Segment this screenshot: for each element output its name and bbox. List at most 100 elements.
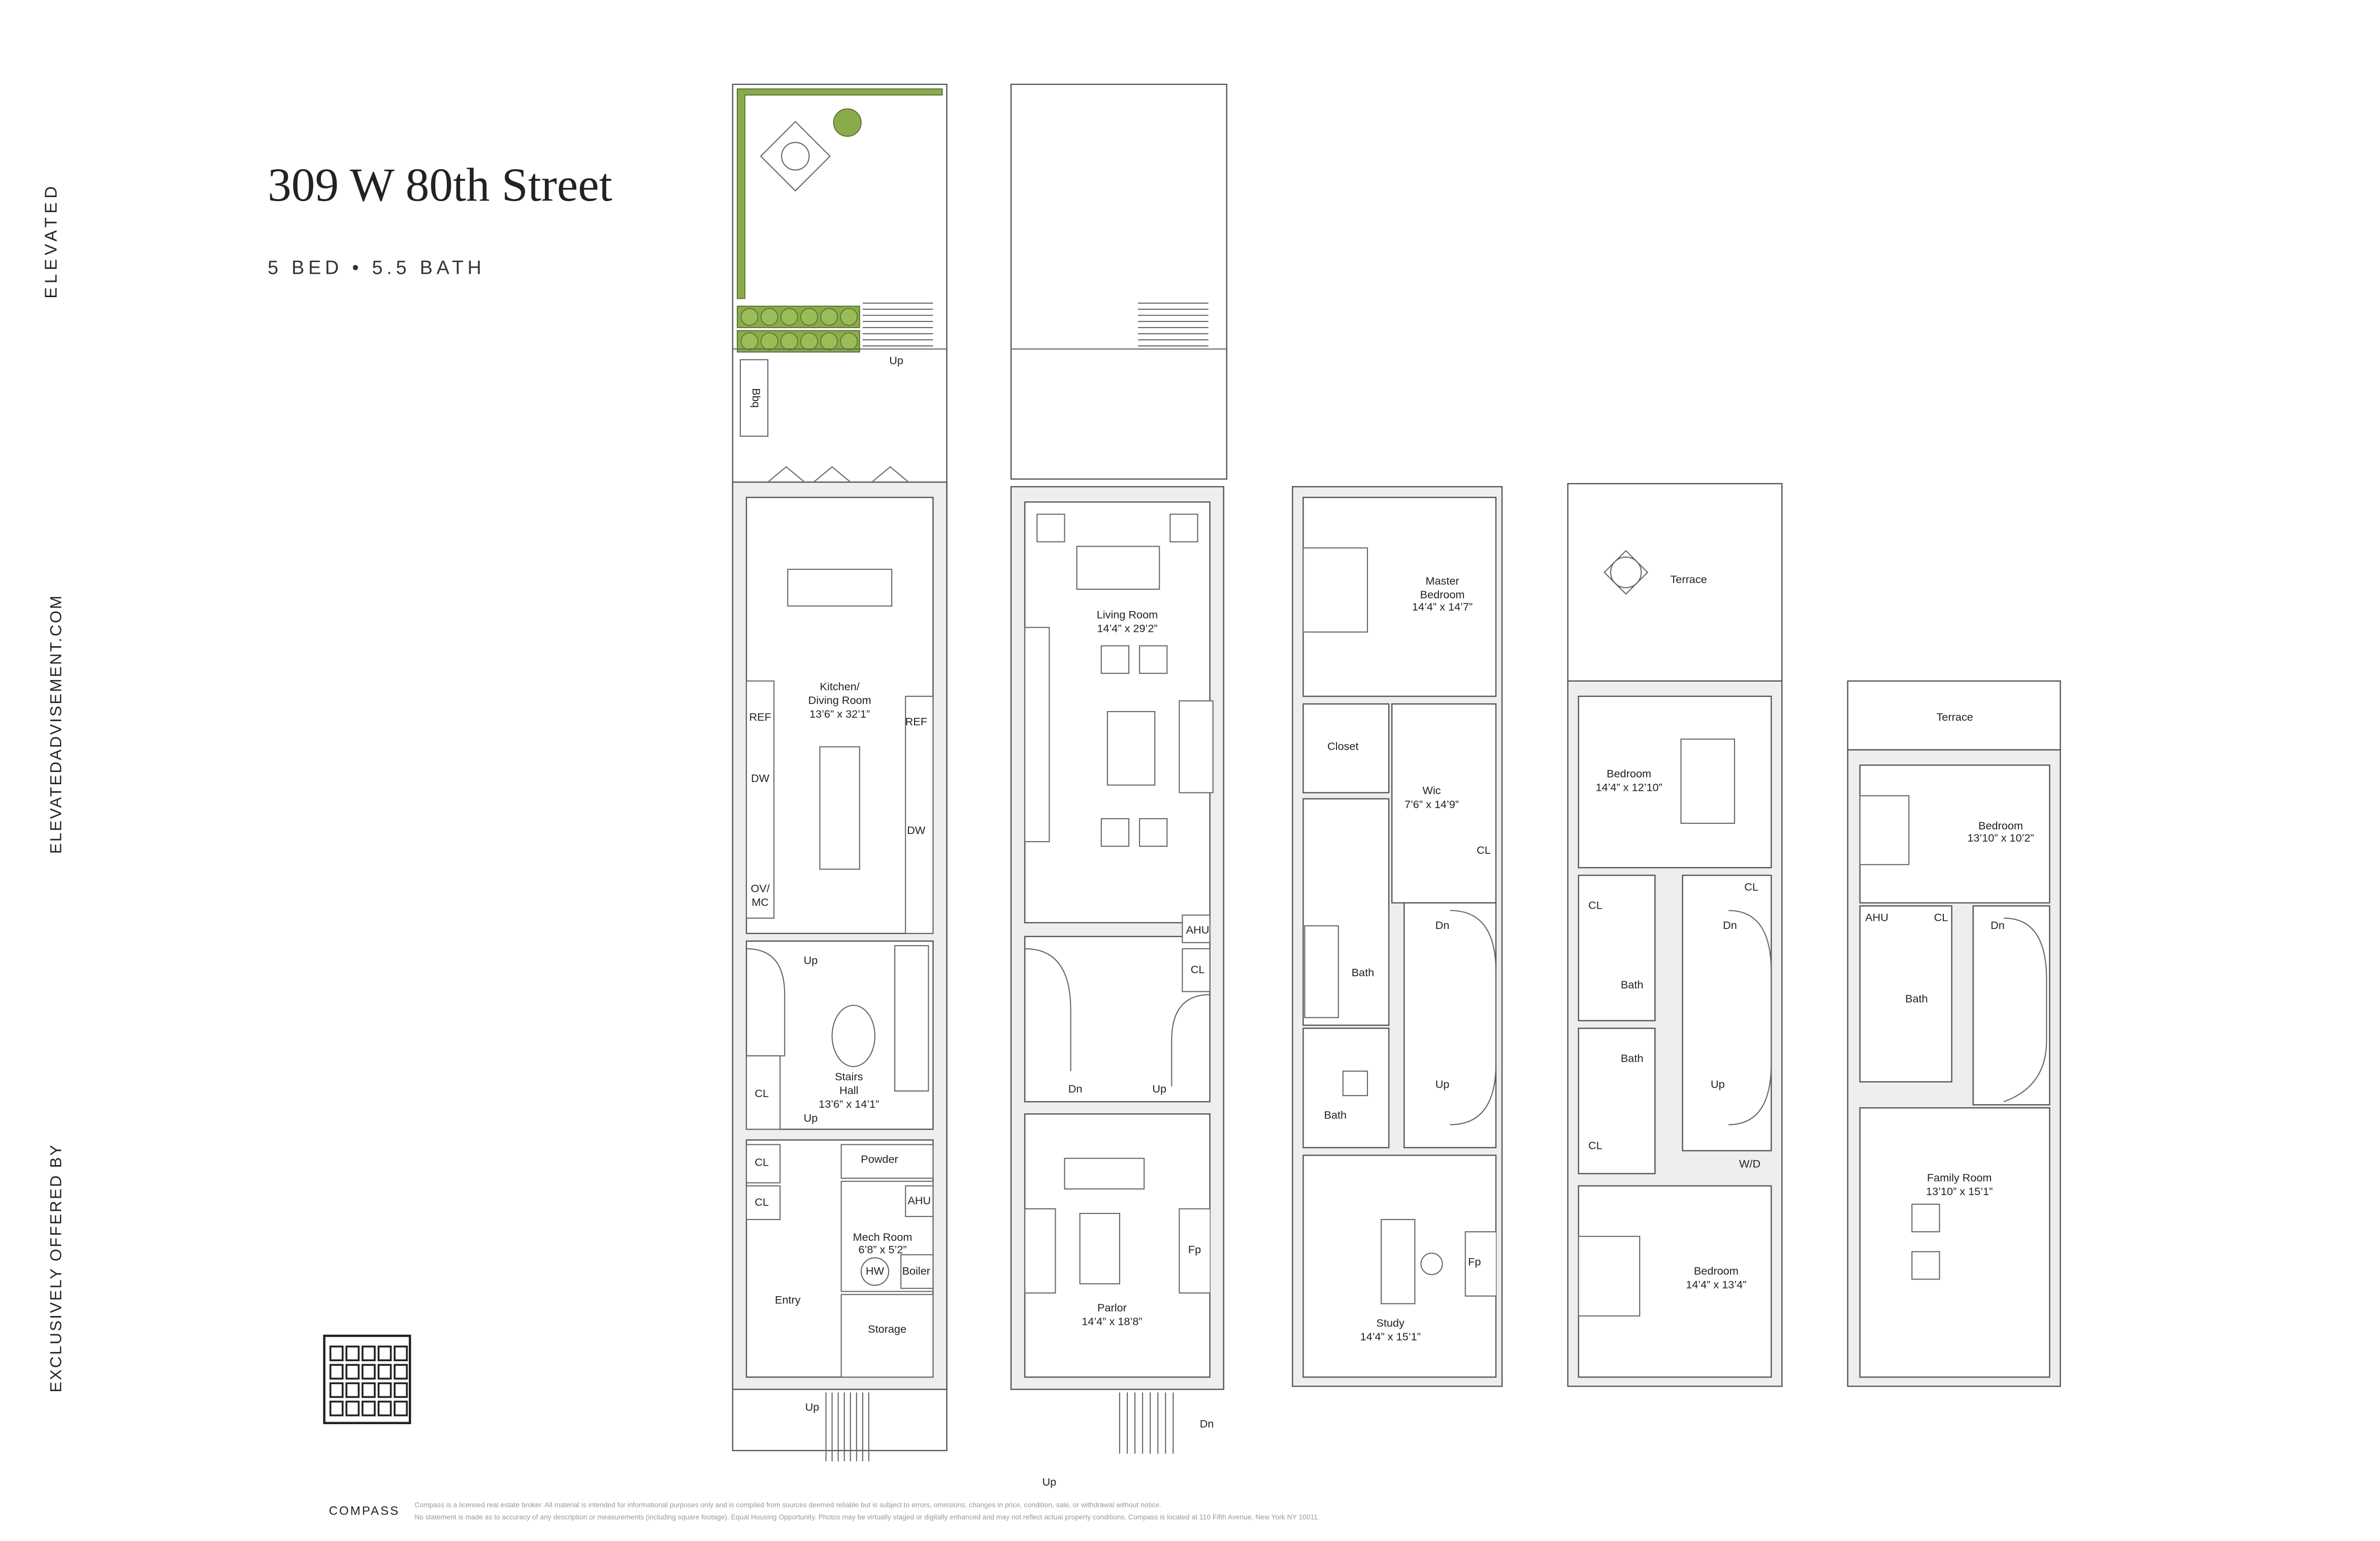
- page-title: 309 W 80th Street: [268, 159, 612, 211]
- bed: [1578, 1236, 1641, 1317]
- spiral-stairs: [746, 948, 786, 1056]
- terrace-table-icon: [1603, 550, 1649, 595]
- room-label: 14’4” x 29’2”: [1097, 622, 1157, 634]
- room-label: Dn: [1436, 919, 1450, 932]
- room-label: 14’4” x 12’10”: [1595, 781, 1662, 794]
- room-label: Bath: [1352, 966, 1375, 979]
- shrub-icon: [840, 332, 858, 350]
- room-label: 13’6” x 32’1”: [809, 708, 870, 720]
- room-label: Bedroom: [1420, 588, 1465, 601]
- room-label: Up: [1711, 1078, 1725, 1090]
- room-label: Bedroom: [1978, 819, 2023, 832]
- room-label: Up: [1042, 1475, 1057, 1488]
- room-label: Up: [804, 954, 818, 967]
- room-label: Mech Room: [853, 1231, 912, 1243]
- room-label: Bath: [1324, 1108, 1347, 1121]
- brand-elevated: ELEVATED: [42, 182, 60, 298]
- room-label: Terrace: [1670, 573, 1707, 586]
- room-label: MC: [752, 896, 769, 909]
- room-label: CL: [1744, 880, 1758, 893]
- floor-plan-fifth-level: [1847, 680, 2061, 1387]
- room-label: Fp: [1468, 1255, 1481, 1268]
- shrub-icon: [820, 332, 838, 350]
- shrub-icon: [800, 308, 818, 326]
- offered-by-label: EXCLUSIVELY OFFERED BY: [46, 1143, 64, 1392]
- stairs-up-rear: [862, 302, 933, 347]
- room-label: Closet: [1327, 740, 1358, 752]
- room-label: REF: [749, 711, 771, 723]
- room-label: Up: [889, 354, 903, 367]
- disclaimer-line-2: No statement is made as to accuracy of a…: [414, 1513, 1319, 1521]
- sofa: [894, 945, 929, 1092]
- room-label: 14’4” x 13’4”: [1686, 1278, 1746, 1291]
- room-label: CL: [1588, 1139, 1603, 1152]
- room-label: Bbq: [750, 388, 763, 408]
- room-label: Dn: [1723, 919, 1737, 932]
- coffee-table: [1106, 711, 1156, 786]
- room-label: Bath: [1621, 1052, 1644, 1065]
- website-link[interactable]: ELEVATEDADVISEMENT.COM: [46, 594, 64, 854]
- room-label: Master: [1425, 574, 1459, 587]
- room-label: 14’4” x 14’7”: [1412, 600, 1473, 613]
- shrub-icon: [800, 332, 818, 350]
- planter-shrubs: [736, 305, 860, 353]
- room-label: 7’6” x 14’9”: [1405, 798, 1459, 811]
- kitchen-island: [819, 746, 860, 870]
- room-label: DW: [751, 772, 770, 785]
- room-label: Dn: [1068, 1082, 1083, 1095]
- shrub-icon: [740, 332, 759, 350]
- room-label: Powder: [861, 1153, 898, 1166]
- room-label: Boiler: [902, 1265, 930, 1277]
- room-label: REF: [905, 715, 927, 728]
- bed: [1302, 547, 1368, 633]
- floor-plan-fourth-level: [1567, 483, 1783, 1387]
- room-label: Up: [1436, 1078, 1450, 1090]
- room-label: Living Room: [1097, 608, 1158, 621]
- room-label: Up: [1152, 1082, 1166, 1095]
- room-label: Bedroom: [1694, 1265, 1739, 1277]
- room-label: AHU: [1865, 911, 1888, 924]
- room-label: Stairs: [835, 1070, 863, 1083]
- room-label: Dn: [1991, 919, 2005, 932]
- room-label: AHU: [907, 1194, 931, 1207]
- floor-plan-garden-level: [732, 83, 948, 1462]
- room-label: Bath: [1905, 992, 1928, 1005]
- room-label: Up: [804, 1111, 818, 1124]
- room-label: CL: [755, 1087, 769, 1100]
- room-label: Dn: [1200, 1418, 1214, 1430]
- room-label: CL: [1934, 911, 1948, 924]
- room-label: Wic: [1422, 784, 1441, 797]
- room-label: Bedroom: [1607, 767, 1651, 780]
- desk: [1380, 1219, 1416, 1304]
- room-label: Diving Room: [808, 694, 871, 707]
- floor-plan-parlor-level: [1010, 83, 1227, 1454]
- room-label: HW: [866, 1265, 885, 1277]
- shrub-icon: [780, 332, 798, 350]
- room-label: Bath: [1621, 978, 1644, 991]
- round-table: [831, 1005, 876, 1067]
- room-label: Entry: [775, 1294, 801, 1306]
- room-label: 13’6” x 14’1”: [819, 1098, 879, 1110]
- shrub-icon: [820, 308, 838, 326]
- room-label: CL: [1191, 963, 1205, 976]
- patio-table-icon: [760, 120, 831, 192]
- room-label: Parlor: [1097, 1301, 1127, 1314]
- room-label: Family Room: [1927, 1171, 1992, 1184]
- shrub-icon: [760, 308, 778, 326]
- room-label: Storage: [868, 1323, 906, 1335]
- room-label: DW: [907, 824, 926, 837]
- room-label: OV/: [751, 882, 770, 894]
- room-label: 6’8” x 5’2”: [858, 1243, 906, 1256]
- room-label: 13’10” x 10’2”: [1967, 831, 2034, 844]
- floor-plan-third-level: [1292, 486, 1503, 1387]
- compass-logo: COMPASS: [329, 1504, 400, 1518]
- bed-bath-summary: 5 BED • 5.5 BATH: [268, 257, 485, 278]
- room-label: 14’4” x 18’8”: [1082, 1315, 1142, 1328]
- shrub-icon: [840, 308, 858, 326]
- shrub-icon: [740, 308, 759, 326]
- disclaimer-line-1: Compass is a licensed real estate broker…: [414, 1500, 1161, 1508]
- room-label: W/D: [1739, 1158, 1760, 1170]
- deck-stairs: [1138, 302, 1209, 347]
- room-label: 14’4” x 15’1”: [1360, 1330, 1420, 1343]
